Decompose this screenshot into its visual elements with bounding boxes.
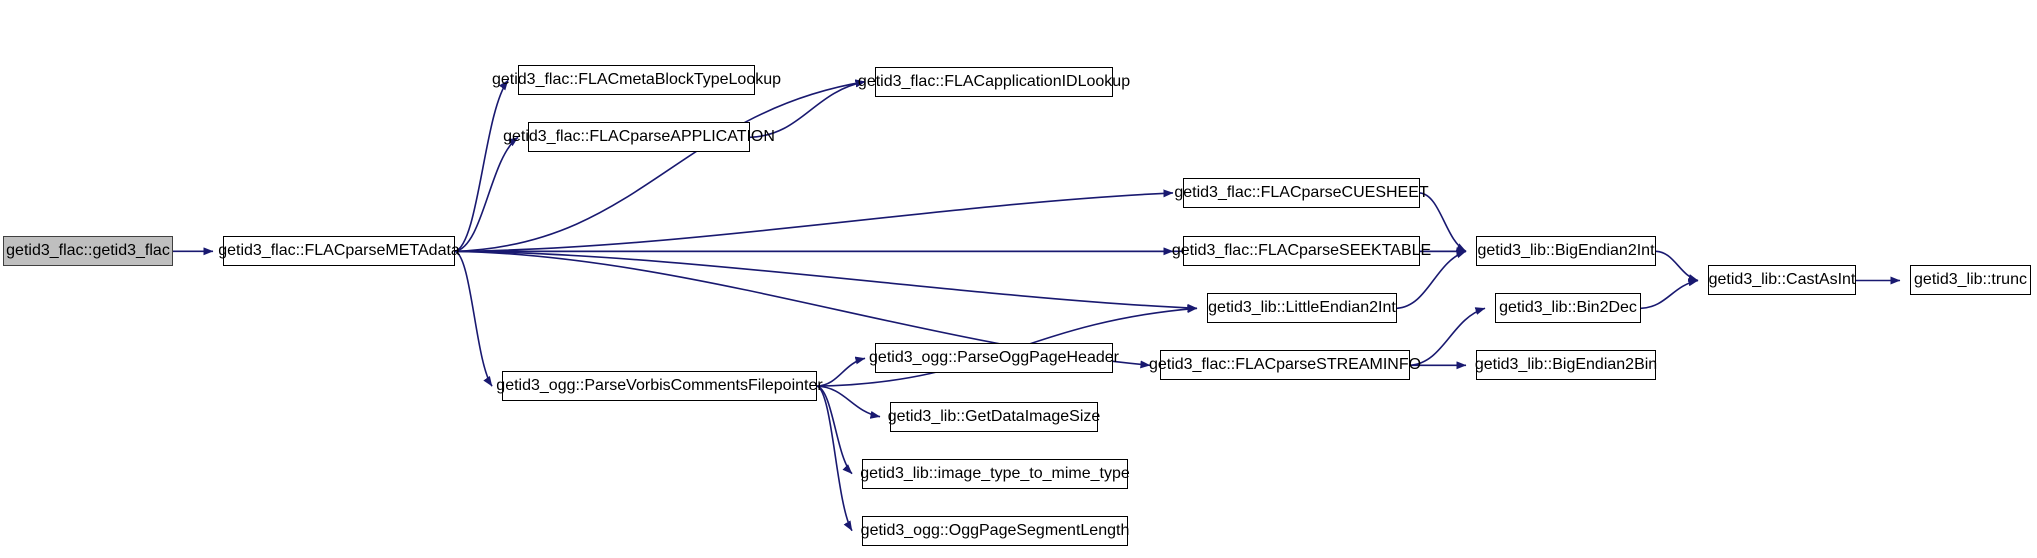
call-edge-n7-to-n8 xyxy=(1655,250,1699,282)
graph-node-label: getid3_lib::image_type_to_mime_type xyxy=(860,464,1130,482)
graph-node-label: getid3_ogg::OggPageSegmentLength xyxy=(860,521,1130,539)
edge-layer xyxy=(173,79,1901,532)
call-edge-n11-to-n8 xyxy=(1640,278,1699,310)
graph-node-label: getid3_flac::FLACmetaBlockTypeLookup xyxy=(491,71,782,89)
call-edge-n1-to-n4 xyxy=(454,136,519,253)
graph-node-label: getid3_lib::trunc xyxy=(1914,271,2027,289)
graph-node-getid3-lib-bin2dec[interactable]: getid3_lib::Bin2Dec xyxy=(1495,293,1641,324)
call-edge-n15-to-n17 xyxy=(816,385,853,475)
call-edge-n5-to-n7 xyxy=(1419,192,1467,253)
call-edge-n15-to-n18 xyxy=(816,385,853,532)
graph-node-getid3-flac-flacparsecuesheet[interactable]: getid3_flac::FLACparseCUESHEET xyxy=(1174,177,1429,208)
graph-node-getid3-lib-castasint[interactable]: getid3_lib::CastAsInt xyxy=(1708,265,1856,296)
graph-node-getid3-ogg-parseoggpageheader[interactable]: getid3_ogg::ParseOggPageHeader xyxy=(869,343,1119,374)
graph-node-label: getid3_lib::Bin2Dec xyxy=(1499,299,1637,317)
graph-node-getid3-ogg-oggpagesegmentlength[interactable]: getid3_ogg::OggPageSegmentLength xyxy=(860,515,1130,546)
call-edge-n10-to-n7 xyxy=(1396,250,1467,310)
graph-node-label: getid3_flac::FLACapplicationIDLookup xyxy=(857,72,1131,90)
graph-node-getid3-lib-getdataimagesize[interactable]: getid3_lib::GetDataImageSize xyxy=(887,401,1101,432)
graph-node-getid3-flac-flacparsestreaminfo[interactable]: getid3_flac::FLACparseSTREAMINFO xyxy=(1149,350,1421,381)
graph-node-getid3-lib-bigendian2int[interactable]: getid3_lib::BigEndian2Int xyxy=(1476,236,1656,267)
graph-node-label: getid3_lib::BigEndian2Bin xyxy=(1474,356,1658,374)
call-edge-n4-to-n3 xyxy=(749,79,866,139)
graph-node-getid3-flac-flacparsemetadata[interactable]: getid3_flac::FLACparseMETAdata xyxy=(218,236,460,267)
graph-node-getid3-flac-flacparseapplication[interactable]: getid3_flac::FLACparseAPPLICATION xyxy=(503,122,775,153)
graph-node-getid3-flac-flacmetablocktypelookup[interactable]: getid3_flac::FLACmetaBlockTypeLookup xyxy=(492,65,781,96)
graph-node-label: getid3_flac::FLACparseMETAdata xyxy=(218,242,460,260)
graph-node-label: getid3_lib::LittleEndian2Int xyxy=(1208,299,1396,317)
call-edge-n1-to-n10 xyxy=(454,250,1198,312)
graph-node-getid3-lib-image-type-to-mime-type[interactable]: getid3_lib::image_type_to_mime_type xyxy=(860,458,1130,489)
call-edge-n1-to-n5 xyxy=(454,189,1174,253)
graph-node-label: getid3_flac::getid3_flac xyxy=(6,242,170,260)
call-edge-n13-to-n11 xyxy=(1409,307,1486,367)
graph-node-label: getid3_flac::FLACparseCUESHEET xyxy=(1174,183,1429,201)
graph-node-label: getid3_lib::BigEndian2Int xyxy=(1477,242,1655,260)
graph-node-getid3-flac-getid3-flac: getid3_flac::getid3_flac xyxy=(3,236,173,267)
graph-node-label: getid3_lib::CastAsInt xyxy=(1708,271,1856,289)
graph-node-getid3-ogg-parsevorbiscommentsfilepointer[interactable]: getid3_ogg::ParseVorbisCommentsFilepoint… xyxy=(496,371,823,402)
graph-node-getid3-lib-trunc[interactable]: getid3_lib::trunc xyxy=(1910,265,2031,296)
graph-node-label: getid3_ogg::ParseVorbisCommentsFilepoint… xyxy=(496,377,823,395)
graph-node-getid3-lib-bigendian2bin[interactable]: getid3_lib::BigEndian2Bin xyxy=(1474,350,1658,381)
graph-node-getid3-lib-littleendian2int[interactable]: getid3_lib::LittleEndian2Int xyxy=(1207,293,1397,324)
call-edge-n1-to-n3 xyxy=(454,79,866,253)
graph-node-getid3-flac-flacparseseektable[interactable]: getid3_flac::FLACparseSEEKTABLE xyxy=(1172,236,1431,267)
graph-node-getid3-flac-flacapplicationidlookup[interactable]: getid3_flac::FLACapplicationIDLookup xyxy=(858,66,1130,97)
call-edge-n1-to-n2 xyxy=(454,79,509,253)
call-edge-n15-to-n16 xyxy=(816,385,881,419)
call-edge-n15-to-n12 xyxy=(816,356,866,387)
graph-node-label: getid3_flac::FLACparseSEEKTABLE xyxy=(1171,242,1432,260)
graph-node-label: getid3_ogg::ParseOggPageHeader xyxy=(869,349,1119,367)
call-edge-n1-to-n15 xyxy=(454,250,493,387)
graph-node-label: getid3_flac::FLACparseAPPLICATION xyxy=(503,128,775,146)
graph-node-label: getid3_flac::FLACparseSTREAMINFO xyxy=(1148,356,1422,374)
graph-node-label: getid3_lib::GetDataImageSize xyxy=(887,407,1101,425)
